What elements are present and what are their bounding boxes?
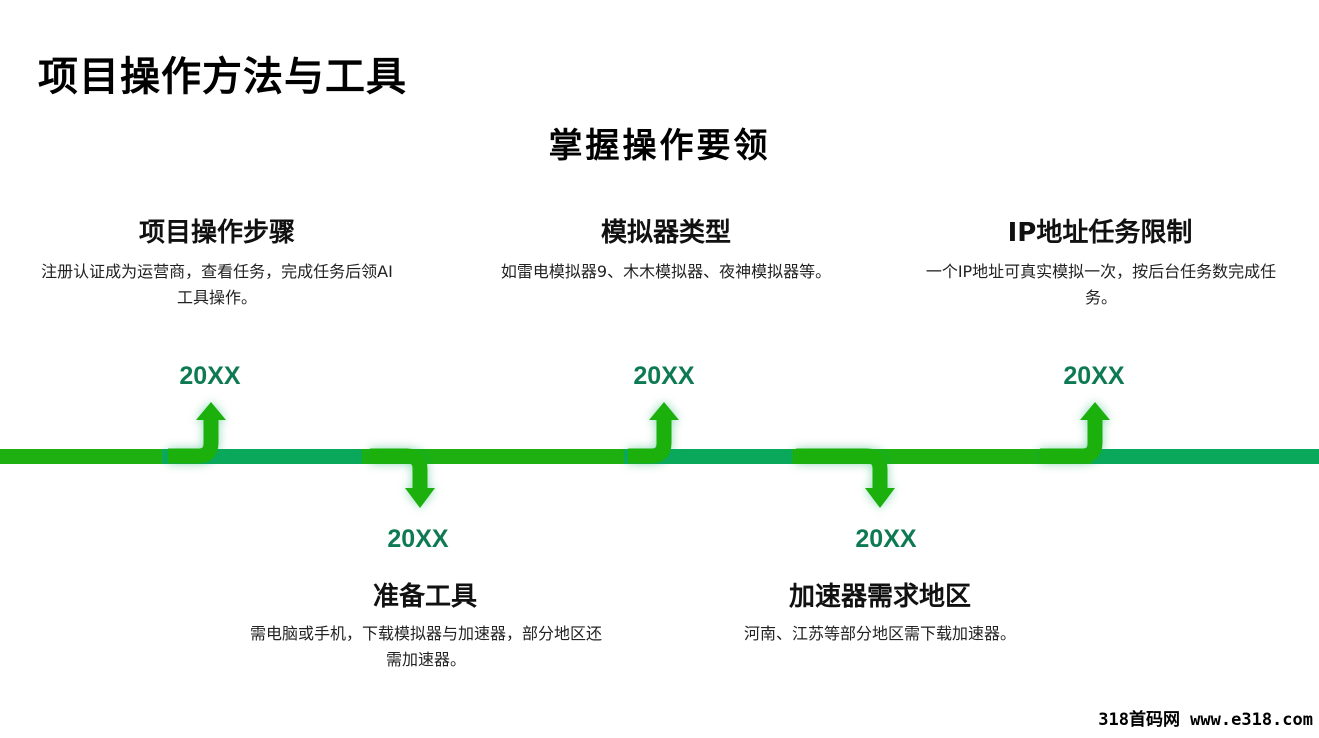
- step-description: 注册认证成为运营商，查看任务，完成任务后领AI工具操作。: [41, 262, 393, 307]
- timeline-segment: [362, 449, 628, 464]
- step-title: 模拟器类型: [600, 218, 731, 248]
- step-year: 20XX: [855, 525, 917, 553]
- step-description: 需电脑或手机，下载模拟器与加速器，部分地区还需加速器。: [249, 624, 602, 669]
- up-arrow-icon: [168, 402, 226, 464]
- step-year: 20XX: [387, 525, 449, 553]
- down-arrow-icon: [796, 448, 895, 508]
- up-arrow-icon: [628, 402, 679, 464]
- page-title: 项目操作方法与工具: [38, 54, 407, 100]
- down-arrow-icon: [370, 448, 435, 508]
- step-title: IP地址任务限制: [1007, 218, 1193, 248]
- timeline-segment: [1092, 449, 1319, 464]
- up-arrow-icon: [1040, 402, 1110, 464]
- step-title: 准备工具: [372, 582, 477, 612]
- step-description: 河南、江苏等部分地区需下载加速器。: [743, 624, 1016, 643]
- watermark: 318首码网 www.e318.com: [1098, 710, 1313, 730]
- timeline-segment: [0, 449, 168, 464]
- step-year: 20XX: [1063, 362, 1125, 390]
- step-description: 如雷电模拟器9、木木模拟器、夜神模拟器等。: [500, 262, 832, 281]
- step-title: 加速器需求地区: [788, 582, 971, 612]
- subtitle: 掌握操作要领: [548, 126, 771, 166]
- step-title: 项目操作步骤: [138, 218, 295, 248]
- step-year: 20XX: [633, 362, 695, 390]
- step-year: 20XX: [179, 362, 241, 390]
- step-description: 一个IP地址可真实模拟一次，按后台任务数完成任务。: [925, 262, 1277, 307]
